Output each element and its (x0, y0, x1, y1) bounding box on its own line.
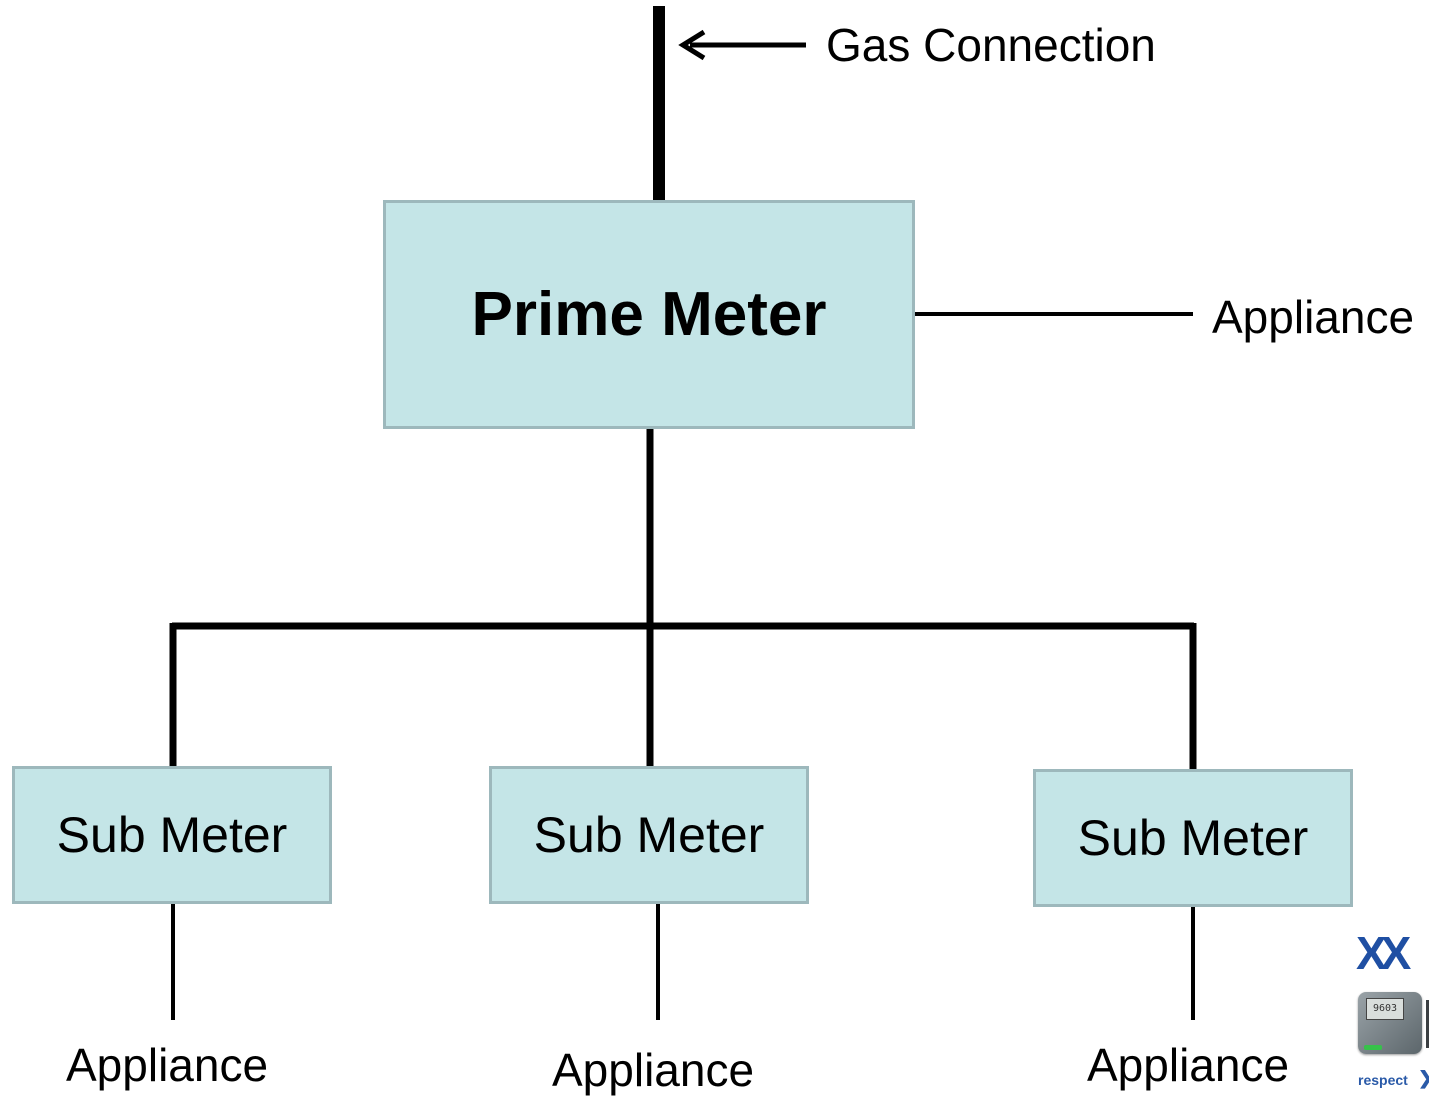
sub-meter-box-3: Sub Meter (1033, 769, 1353, 907)
sub-appliance-label-1: Appliance (66, 1039, 269, 1091)
sub-meter-label: Sub Meter (1077, 810, 1309, 866)
chevron-right-icon: ❯ (1418, 1068, 1429, 1089)
sub-appliance-label-2: Appliance (552, 1044, 755, 1096)
sub-meter-box-1: Sub Meter (12, 766, 332, 904)
prime-appliance-label: Appliance (1212, 291, 1415, 343)
sub-meter-label: Sub Meter (56, 807, 288, 863)
thumbnail-edge (1426, 1000, 1429, 1048)
meter-thumbnail-led (1364, 1045, 1382, 1050)
brand-logo-mark: XX (1356, 927, 1411, 979)
meter-thumbnail-reading: 9603 (1366, 998, 1404, 1020)
gas-connection-label: Gas Connection (826, 19, 1156, 71)
sub-meter-box-2: Sub Meter (489, 766, 809, 904)
gas-arrow-head (678, 29, 706, 61)
sub-meter-label: Sub Meter (533, 807, 765, 863)
prime-meter-label: Prime Meter (471, 280, 827, 349)
sub-appliance-label-3: Appliance (1087, 1039, 1290, 1091)
prime-meter-box: Prime Meter (383, 200, 915, 429)
meter-thumbnail-icon: 9603 (1358, 992, 1422, 1054)
brand-caption: respect (1358, 1072, 1408, 1088)
